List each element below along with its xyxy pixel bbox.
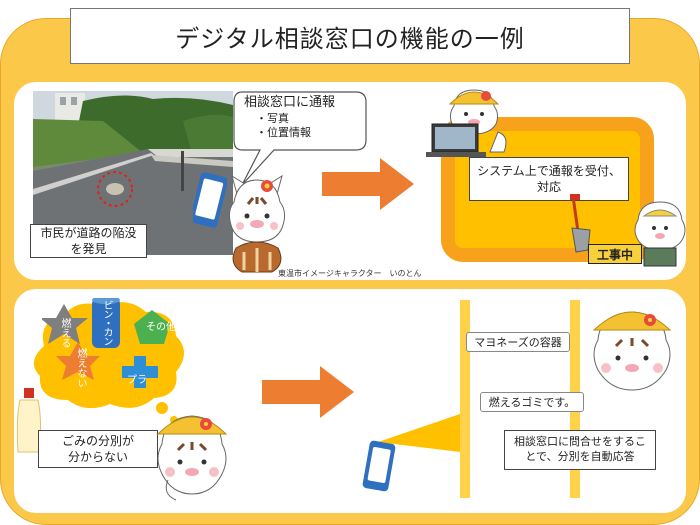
section-divider: [14, 284, 686, 286]
garbage-category-shapes: [42, 298, 170, 388]
plastic-label: プラ: [127, 375, 147, 386]
chat-question-bubble: マヨネーズの容器: [466, 332, 570, 352]
other-label: その他: [146, 322, 176, 333]
laptop-character-icon: [426, 89, 507, 157]
report-bubble: 相談窓口に通報 ・写真 ・位置情報: [244, 95, 336, 140]
arrow-right-icon: [262, 366, 354, 418]
phone-icon: [362, 440, 396, 492]
inoton-answering-icon: [592, 311, 672, 391]
citizen-discovery-note: 市民が道路の陥没 を発見: [30, 224, 147, 258]
arrow-right-icon: [322, 158, 414, 210]
burnable-label: 燃える: [59, 318, 70, 348]
shovel-icon: [570, 194, 591, 253]
cans-label: ビン・カン: [101, 300, 112, 345]
phone-icon: [193, 172, 227, 228]
non-burnable-label: 燃えない: [75, 348, 86, 388]
character-caption: 東温市イメージキャラクター いのとん: [278, 269, 422, 278]
construction-sign: 工事中: [588, 244, 642, 264]
system-note: システム上で通報を受付、 対応: [469, 157, 629, 201]
report-bubble-shape: [233, 91, 367, 186]
page-title: デジタル相談窓口の機能の一例: [70, 8, 630, 64]
inoton-character-icon: [228, 174, 286, 273]
inoton-thinking-icon: [156, 415, 228, 501]
chat-answer-bubble: 燃えるゴミです。: [480, 392, 584, 412]
worker-character-icon: [634, 201, 686, 267]
chat-callout-shape: [378, 414, 460, 452]
auto-response-note: 相談窓口に問合せをするこ とで、分別を自動応答: [504, 430, 656, 470]
sorting-question-note: ごみの分別が 分からない: [38, 430, 158, 468]
